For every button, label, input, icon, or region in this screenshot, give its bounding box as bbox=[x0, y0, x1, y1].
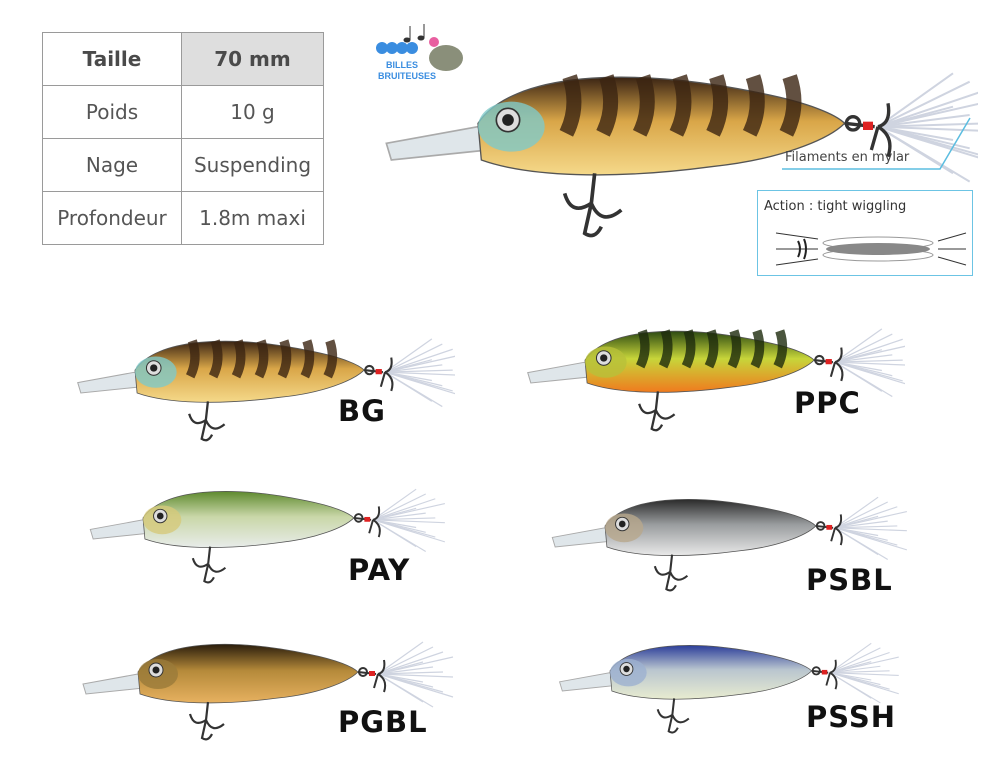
spec-value: Suspending bbox=[181, 138, 324, 192]
lure-code: PPC bbox=[794, 386, 861, 420]
wiggle-diagram bbox=[775, 232, 967, 266]
lure-code: PSBL bbox=[806, 563, 893, 597]
lure-image-pgbl bbox=[58, 622, 458, 742]
logo-text-1: BILLES bbox=[386, 60, 419, 70]
action-box: Action : tight wiggling bbox=[757, 190, 973, 276]
spec-value: 70 mm bbox=[181, 32, 324, 86]
spec-label: Taille bbox=[42, 32, 182, 86]
lure-image-ppc bbox=[515, 308, 914, 433]
callout-line bbox=[782, 117, 971, 170]
lure-image-pay bbox=[58, 470, 458, 585]
spec-label: Nage bbox=[42, 138, 182, 192]
lure-code: PAY bbox=[348, 553, 411, 587]
feather-icon bbox=[834, 328, 914, 398]
feather-icon bbox=[384, 338, 464, 408]
spec-value: 1.8m maxi bbox=[181, 191, 324, 245]
feather-icon bbox=[372, 488, 446, 552]
filaments-callout: Filaments en mylar bbox=[785, 150, 910, 165]
lure-code: BG bbox=[338, 394, 386, 428]
feather-icon bbox=[829, 642, 899, 704]
lure-code: PSSH bbox=[806, 700, 896, 734]
spec-label: Profondeur bbox=[42, 191, 182, 245]
action-text: Action : tight wiggling bbox=[764, 199, 907, 214]
featured-lure-image bbox=[378, 0, 1000, 280]
lure-image-pssh bbox=[530, 625, 910, 735]
feather-icon bbox=[377, 641, 454, 708]
lure-image-bg bbox=[65, 318, 464, 443]
lure-code: PGBL bbox=[338, 705, 428, 739]
spec-label: Poids bbox=[42, 85, 182, 139]
feather-icon bbox=[834, 496, 908, 560]
billes-bruiteuses-logo bbox=[376, 24, 463, 71]
spec-value: 10 g bbox=[181, 85, 324, 139]
logo-text-2: BRUITEUSES bbox=[378, 71, 437, 81]
lure-image-psbl bbox=[530, 478, 910, 593]
